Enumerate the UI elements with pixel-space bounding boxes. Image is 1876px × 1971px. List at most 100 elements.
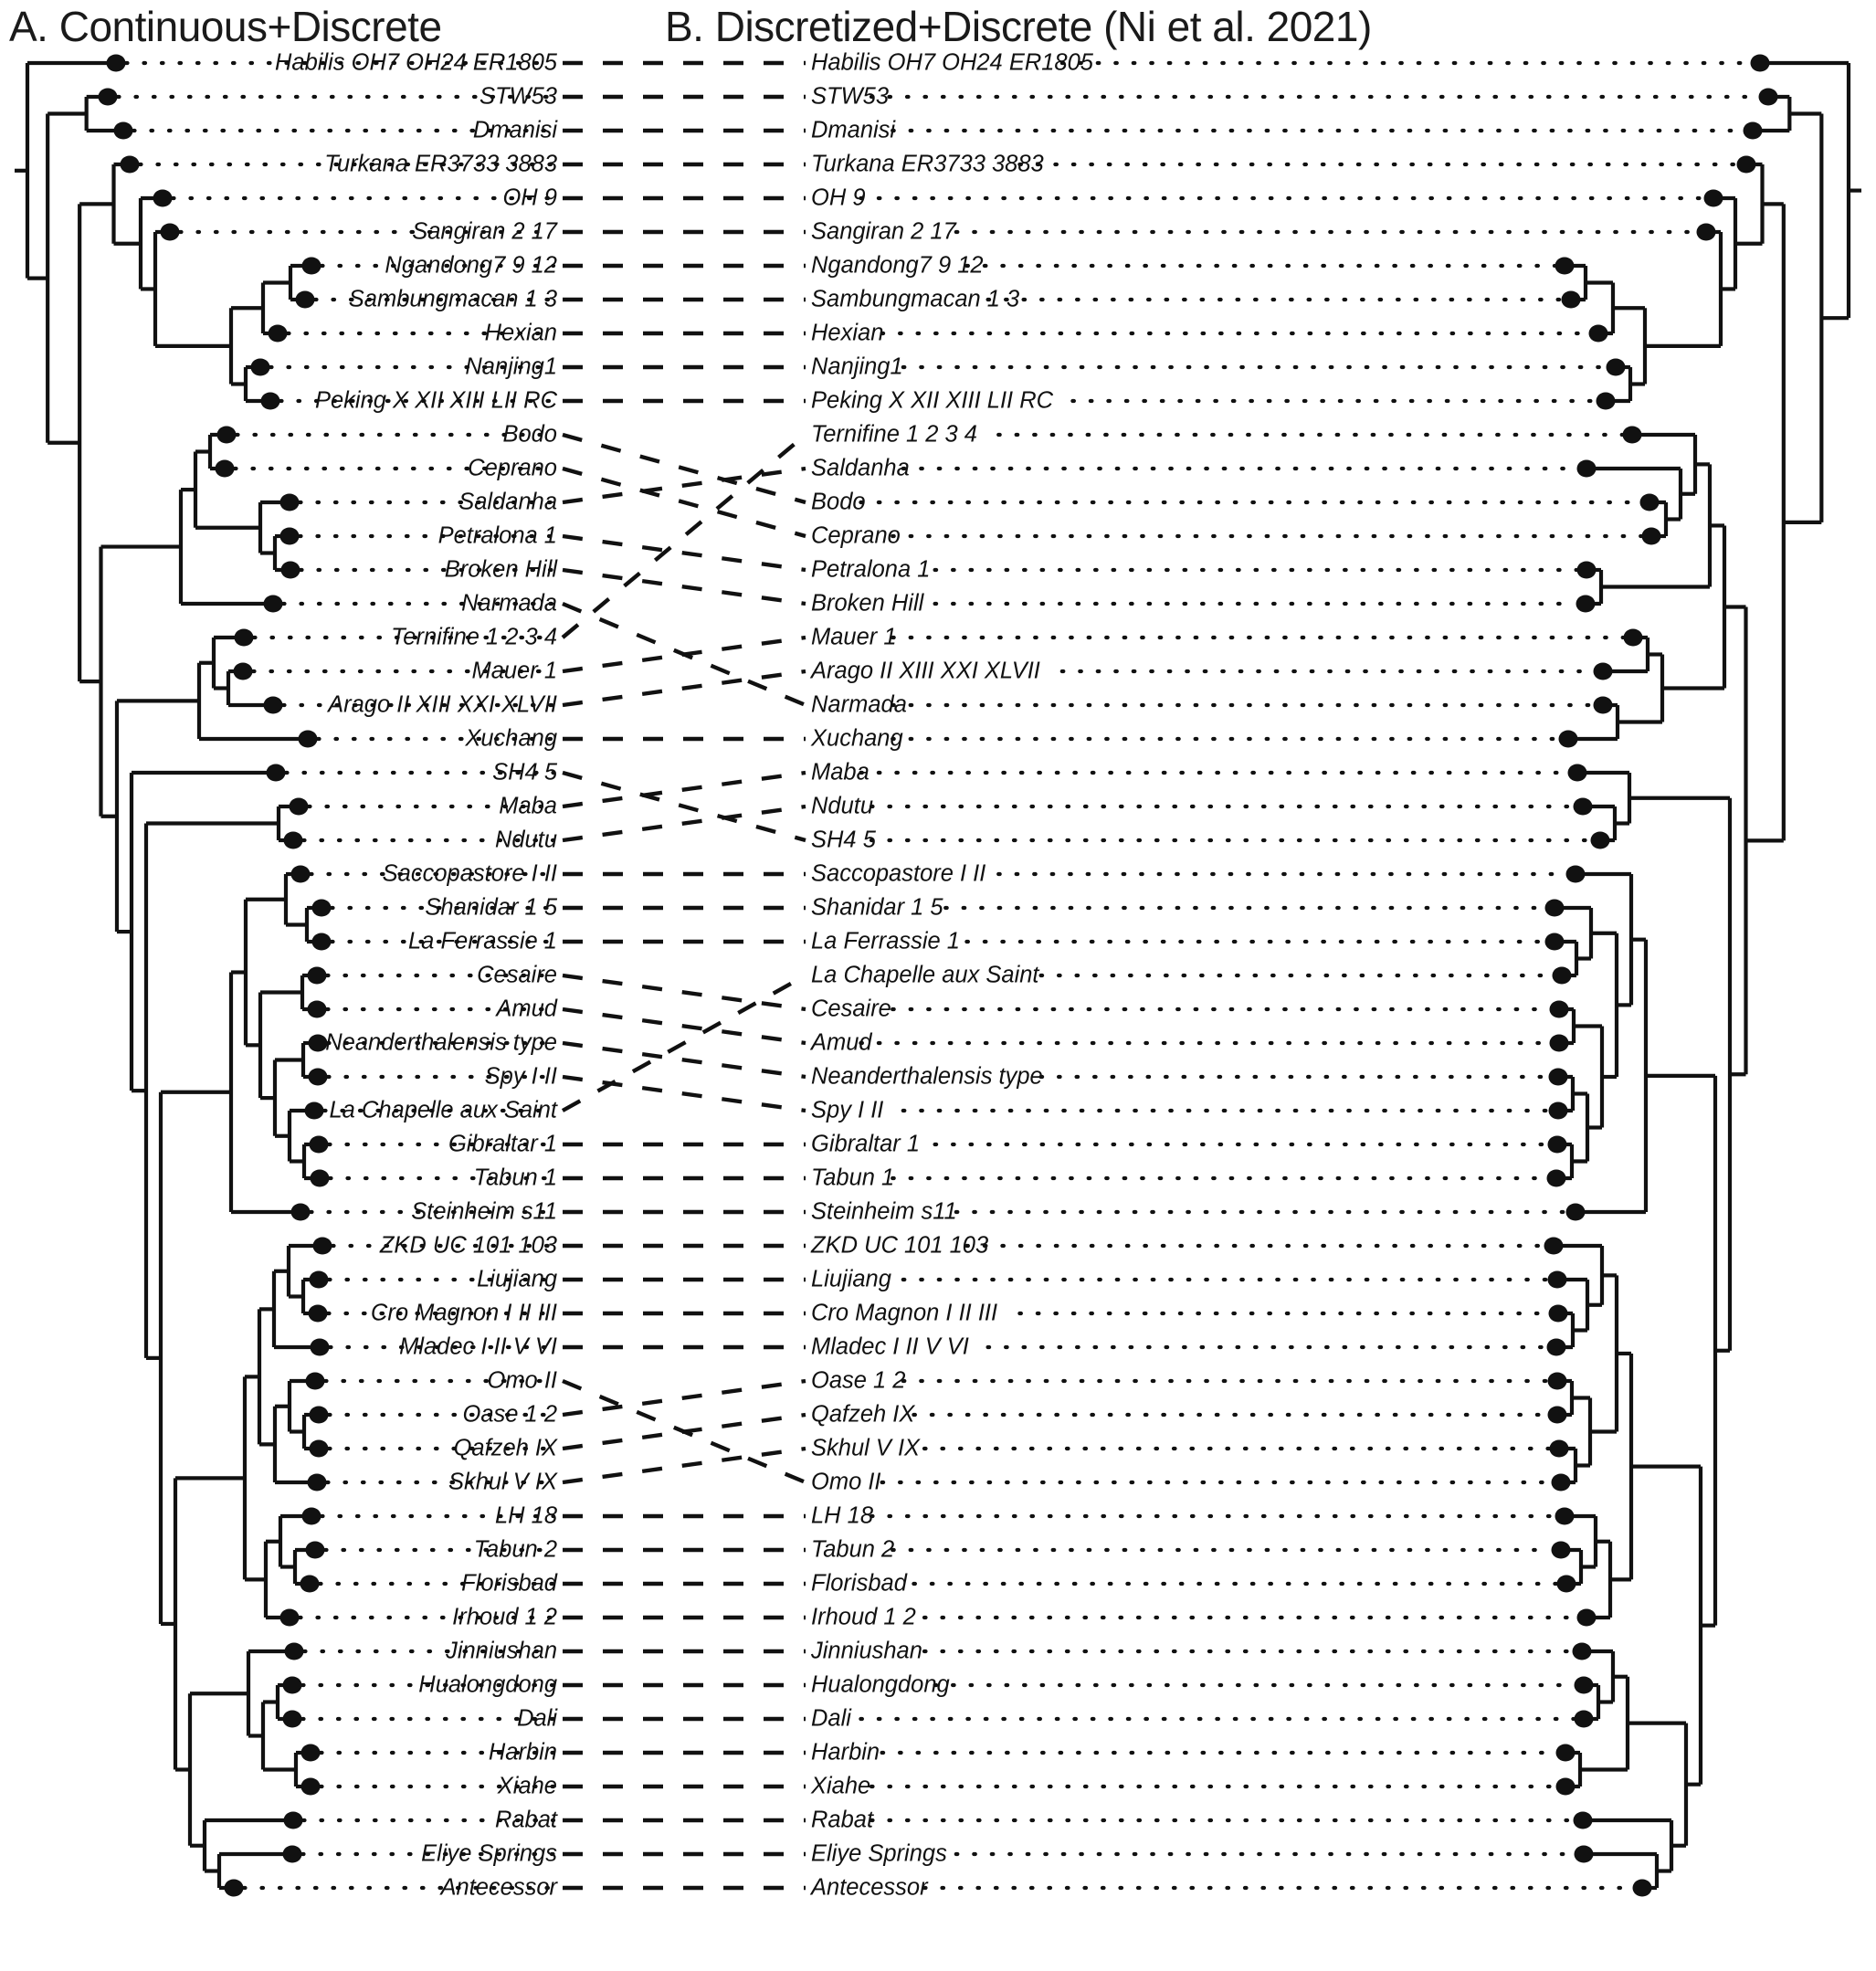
- taxon-label: Eliye Springs: [421, 1841, 557, 1867]
- taxon-label: OH 9: [502, 185, 557, 211]
- tip-node: [310, 1338, 330, 1356]
- tip-node: [233, 662, 253, 680]
- tip-node: [1561, 290, 1581, 309]
- taxon-label: Irhoud 1 2: [452, 1605, 557, 1630]
- tip-node: [1572, 1642, 1592, 1660]
- taxon-label: ZKD UC 101 103: [810, 1233, 988, 1259]
- tip-node: [1547, 1270, 1567, 1289]
- connector-line: [562, 1074, 806, 1113]
- tip-node: [1641, 527, 1661, 545]
- tip-node: [1639, 493, 1660, 511]
- tip-node: [308, 1034, 328, 1052]
- taxon-label: Jinniushan: [810, 1639, 922, 1664]
- tip-node: [113, 121, 133, 140]
- connector-line: [562, 1446, 806, 1485]
- tip-node: [289, 797, 309, 816]
- taxon-label: Shanidar 1 5: [425, 895, 557, 921]
- taxon-label: Mladec I II V VI: [811, 1334, 969, 1360]
- taxon-label: Ngandong7 9 12: [811, 253, 984, 279]
- tip-node: [1548, 1304, 1568, 1323]
- tip-node: [1544, 899, 1565, 917]
- tip-node: [268, 324, 288, 343]
- taxon-label: Saldanha: [811, 456, 910, 481]
- tip-node: [1750, 54, 1770, 72]
- taxon-label: Broken Hill: [811, 591, 925, 617]
- taxon-label: Omo II: [487, 1368, 557, 1394]
- taxon-label: Habilis OH7 OH24 ER1805: [275, 50, 558, 76]
- taxon-label: Petralona 1: [438, 523, 557, 549]
- taxon-label: Qafzeh IX: [454, 1436, 558, 1461]
- taxon-label: Irhoud 1 2: [811, 1605, 916, 1630]
- taxon-label: Rabat: [495, 1808, 558, 1833]
- taxon-label: Skhul V IX: [448, 1470, 558, 1495]
- tip-node: [300, 1575, 320, 1593]
- tip-node: [1546, 1169, 1566, 1187]
- taxon-label: LH 18: [495, 1503, 558, 1529]
- tip-node: [305, 1541, 325, 1559]
- right-tree-branches: [1554, 60, 1861, 1891]
- taxon-label: Broken Hill: [445, 557, 559, 583]
- taxon-label: Spy I II: [485, 1064, 557, 1090]
- taxon-label: LH 18: [811, 1503, 874, 1529]
- taxon-label: Dmanisi: [811, 118, 896, 143]
- taxon-label: Rabat: [811, 1808, 874, 1833]
- taxon-label: Neanderthalensis type: [325, 1030, 557, 1056]
- taxon-label: Hualongdong: [811, 1672, 950, 1698]
- taxon-label: Qafzeh IX: [811, 1402, 915, 1428]
- tip-node: [224, 1879, 244, 1897]
- taxon-label: Tabun 1: [811, 1165, 894, 1191]
- connector-line: [562, 669, 806, 708]
- taxon-label: Omo II: [811, 1470, 881, 1495]
- taxon-label: Spy I II: [811, 1098, 883, 1123]
- taxon-label: Liujiang: [811, 1267, 891, 1292]
- tip-node: [1549, 1034, 1569, 1052]
- tip-node: [1593, 662, 1613, 680]
- tip-node: [305, 1372, 325, 1390]
- taxon-label: Amud: [809, 1030, 872, 1056]
- taxon-label: Ngandong7 9 12: [385, 253, 557, 279]
- taxon-label: Harbin: [811, 1740, 880, 1765]
- tip-node: [263, 595, 283, 613]
- taxon-label: Turkana ER3733 3883: [324, 152, 557, 177]
- taxon-label: Gibraltar 1: [448, 1132, 557, 1157]
- tip-node: [300, 1777, 321, 1796]
- tip-node: [266, 764, 286, 782]
- tip-node: [283, 1811, 303, 1829]
- panel-a-title: A. Continuous+Discrete: [9, 3, 442, 50]
- taxon-label: Liujiang: [477, 1267, 557, 1292]
- tip-node: [120, 155, 140, 174]
- tip-node: [311, 899, 332, 917]
- tip-node: [153, 189, 173, 207]
- taxon-label: Skhul V IX: [811, 1436, 921, 1461]
- taxon-label: Steinheim s11: [811, 1199, 957, 1225]
- tip-node: [309, 1406, 329, 1424]
- tip-node: [307, 1000, 327, 1018]
- tip-node: [215, 459, 235, 478]
- tip-node: [1567, 764, 1587, 782]
- tip-node: [216, 426, 237, 444]
- taxon-label: Ceprano: [468, 456, 557, 481]
- taxon-label: La Chapelle aux Saint: [811, 963, 1039, 988]
- tip-node: [279, 493, 300, 511]
- tip-node: [1565, 1203, 1586, 1221]
- tip-node: [308, 1068, 328, 1086]
- tip-node: [1576, 459, 1597, 478]
- tip-node: [1549, 1000, 1569, 1018]
- tip-node: [308, 1304, 328, 1323]
- connector-line: [562, 770, 806, 843]
- tip-node: [310, 1169, 330, 1187]
- tip-node: [290, 865, 311, 883]
- taxon-label: Steinheim s11: [411, 1199, 557, 1225]
- tip-node: [1703, 189, 1723, 207]
- tip-node: [1736, 155, 1756, 174]
- taxon-label: Cro Magnon I II III: [811, 1301, 997, 1326]
- taxon-label: La Ferrassie 1: [811, 929, 960, 954]
- tip-node: [309, 1270, 329, 1289]
- tip-node: [1546, 1338, 1566, 1356]
- taxon-label: Saccopastore I II: [383, 861, 557, 887]
- tip-node: [298, 730, 318, 748]
- tip-node: [282, 1845, 302, 1863]
- taxon-label: Xiahe: [810, 1774, 870, 1799]
- tip-node: [1551, 1541, 1571, 1559]
